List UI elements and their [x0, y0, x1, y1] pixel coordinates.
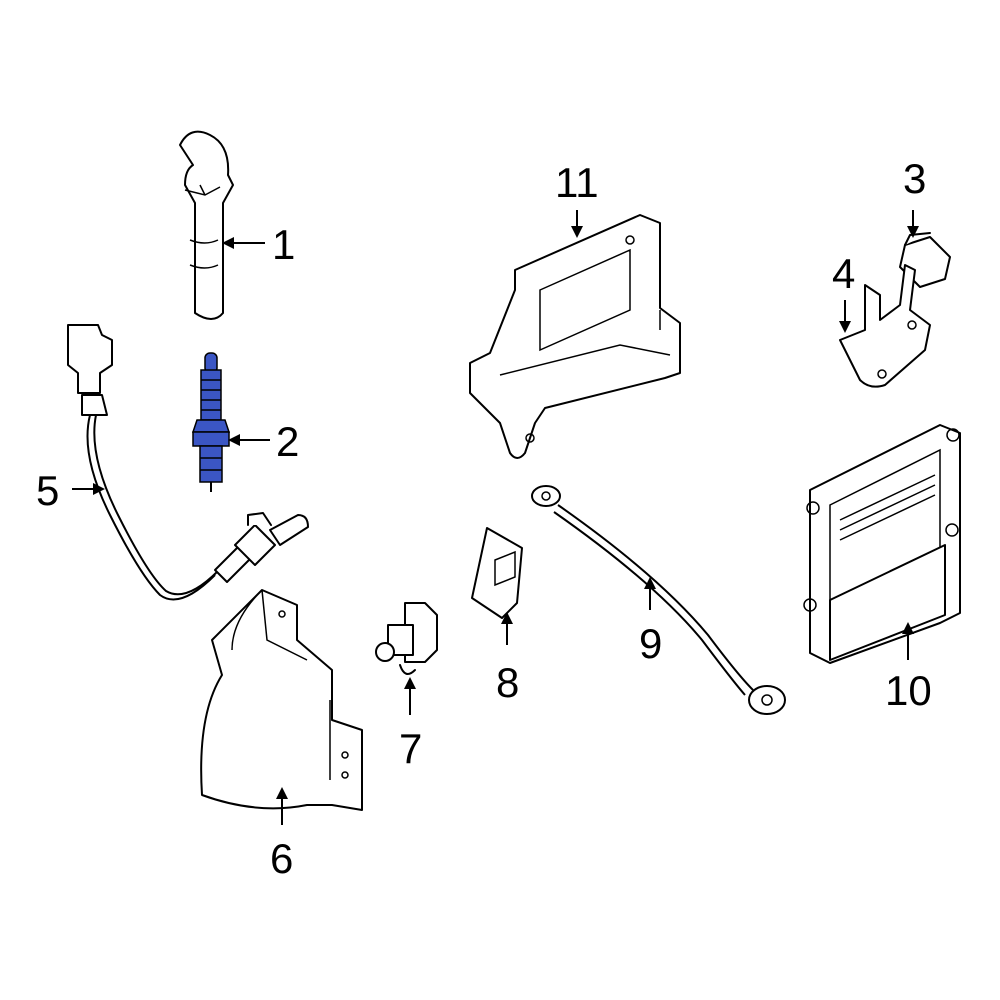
ignition-coil[interactable] — [179, 130, 234, 320]
small-bracket[interactable] — [471, 527, 523, 619]
callout-5: 5 — [36, 467, 60, 514]
callout-2: 2 — [276, 418, 300, 465]
engine-control-module[interactable] — [803, 424, 961, 664]
callout-4: 4 — [832, 250, 856, 297]
heat-shield[interactable] — [200, 589, 363, 811]
sensor-bracket[interactable] — [839, 264, 931, 388]
ground-strap[interactable] — [531, 485, 786, 715]
ecm-bracket[interactable] — [469, 214, 681, 459]
callout-7: 7 — [399, 725, 423, 772]
callout-10: 10 — [885, 667, 932, 714]
callout-9: 9 — [639, 620, 663, 667]
spark-plug[interactable] — [191, 352, 231, 492]
callout-11: 11 — [555, 159, 599, 206]
callout-8: 8 — [496, 659, 520, 706]
leader-lines — [72, 210, 919, 825]
oxygen-sensor[interactable] — [67, 324, 309, 601]
callout-3: 3 — [903, 155, 927, 202]
small-sensor[interactable] — [375, 602, 438, 675]
callout-6: 6 — [270, 835, 294, 882]
callout-1: 1 — [272, 221, 296, 268]
